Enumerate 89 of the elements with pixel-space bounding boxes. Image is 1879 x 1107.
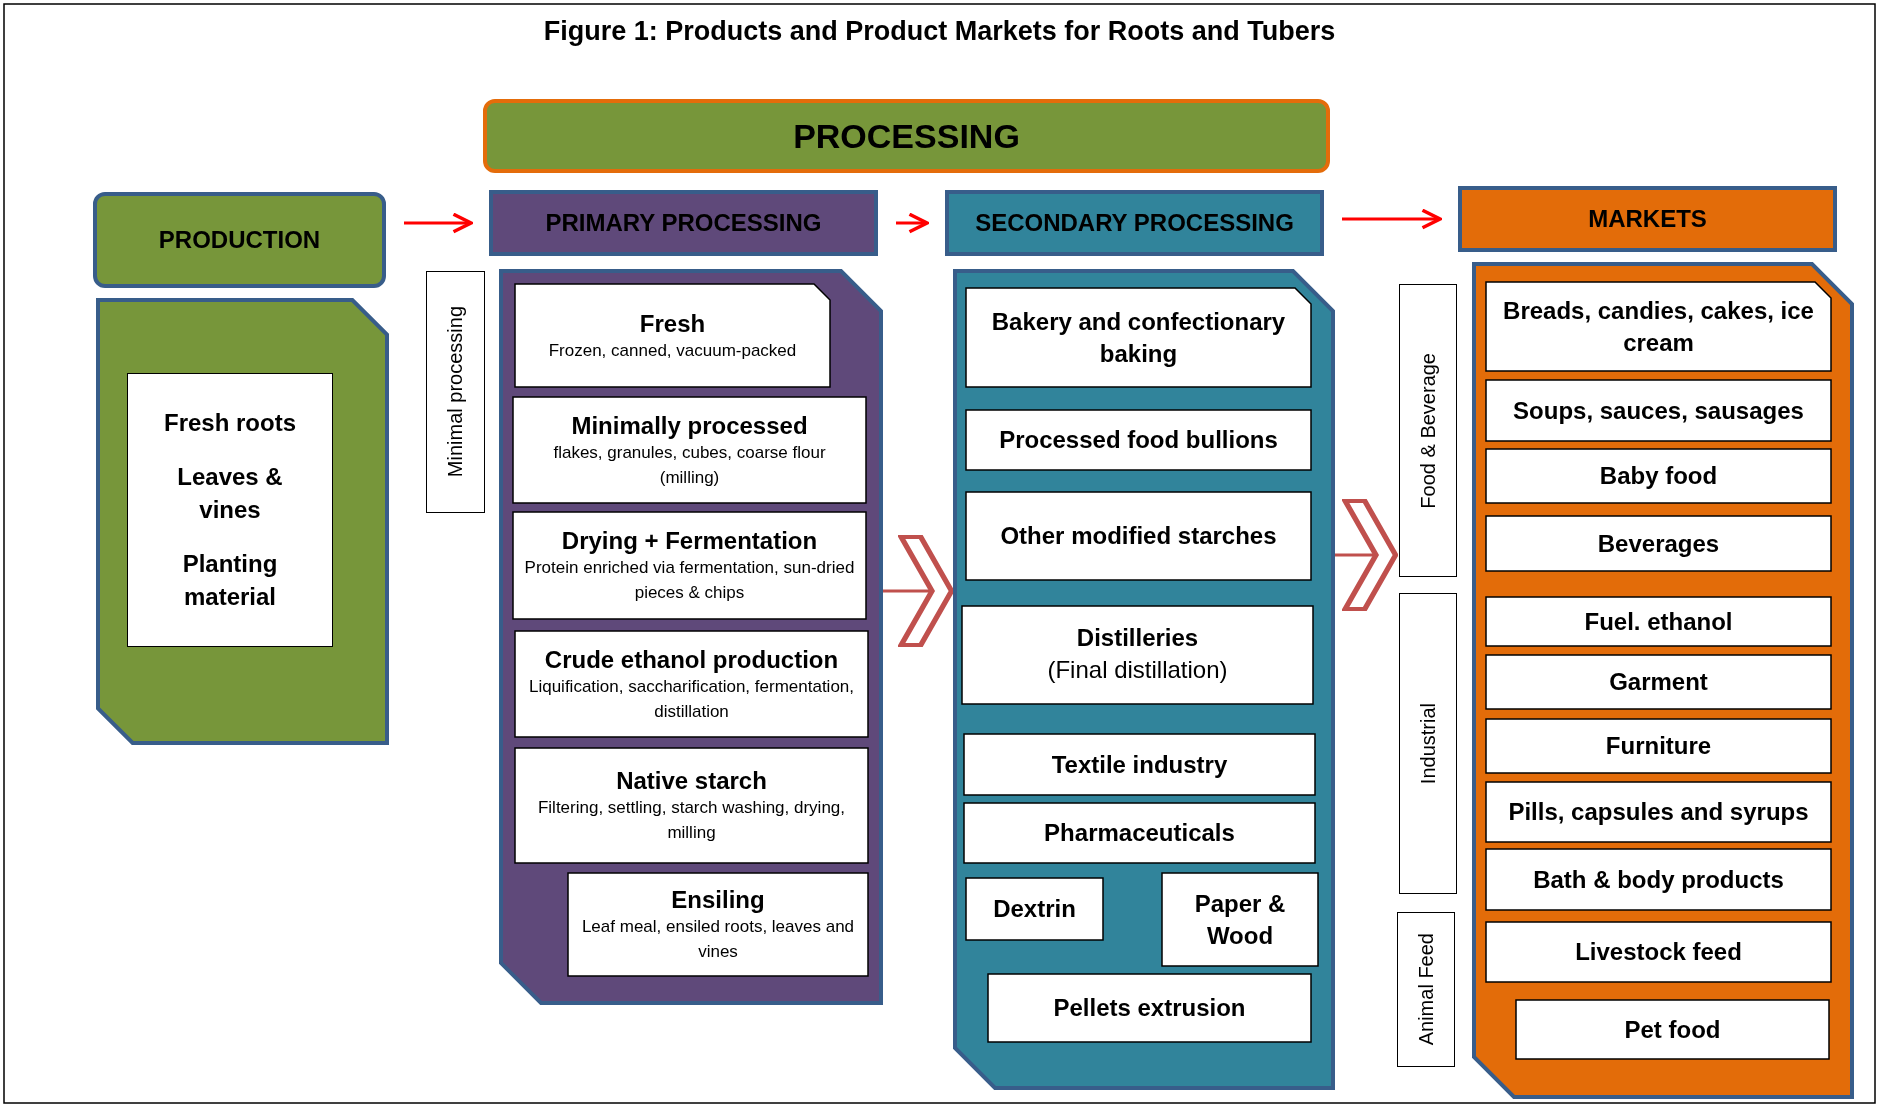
section-title: MARKETS: [1588, 205, 1707, 233]
list-item: Planting material: [181, 548, 279, 613]
category-label: Animal Feed: [1414, 933, 1438, 1046]
item-description: Filtering, settling, starch washing, drying, milling: [536, 797, 847, 845]
section-title: SECONDARY PROCESSING: [975, 209, 1294, 237]
item-title: Textile industry: [1050, 749, 1229, 780]
item-box: [1162, 873, 1318, 966]
item-box: [966, 878, 1103, 940]
section-title: PROCESSING: [793, 116, 1020, 156]
list-item: Fresh roots: [164, 408, 296, 438]
item-box: [513, 397, 866, 503]
item-box: [966, 410, 1311, 470]
section-header: [93, 192, 386, 288]
item-box: [1486, 849, 1831, 910]
item-box: [1486, 719, 1831, 773]
item-box: [515, 631, 868, 737]
item-title: Paper & Wood: [1193, 889, 1287, 951]
item-description: Liquification, saccharification, fermentation, distillation: [527, 675, 856, 723]
section-header: [483, 99, 1330, 173]
item-description: Leaf meal, ensiled roots, leaves and vines: [580, 916, 856, 964]
item-title: Processed food bullions: [998, 425, 1279, 456]
item-title: Furniture: [1604, 731, 1713, 762]
item-title: Drying + Fermentation: [560, 526, 819, 557]
category-label-box: [1399, 593, 1457, 894]
category-label: Food & Beverage: [1416, 352, 1440, 509]
section-header: [945, 190, 1324, 256]
item-title: Ensiling: [670, 885, 766, 916]
section-header: [489, 190, 878, 256]
item-title: Pet food: [1623, 1014, 1722, 1045]
item-title: Distilleries: [1075, 623, 1200, 653]
category-label-box: [1399, 284, 1457, 577]
item-box: [568, 873, 868, 976]
item-box: [962, 606, 1313, 704]
section-header: [1458, 186, 1837, 252]
item-description: Frozen, canned, vacuum-packed: [547, 339, 798, 362]
item-box: [1486, 655, 1831, 709]
item-title: Fresh: [638, 308, 707, 339]
item-box: [513, 512, 866, 619]
item-description: Protein enriched via fermentation, sun-dried pieces & chips: [523, 557, 856, 605]
category-label: Industrial: [1416, 702, 1440, 785]
item-title: Baby food: [1598, 461, 1719, 492]
item-box: [515, 748, 868, 863]
item-box: [966, 492, 1311, 580]
section-panel: [955, 271, 1333, 1088]
item-title: Pharmaceuticals: [1043, 818, 1236, 849]
item-title: Pellets extrusion: [1052, 993, 1247, 1024]
item-title: Livestock feed: [1574, 937, 1743, 968]
arrow: [1342, 208, 1442, 230]
list-box: [127, 373, 333, 647]
section-title: PRODUCTION: [158, 226, 321, 254]
item-box: [1486, 597, 1831, 646]
section-title: PRIMARY PROCESSING: [545, 209, 822, 237]
item-title: Soups, sauces, sausages: [1512, 395, 1805, 426]
item-box: [1516, 1000, 1829, 1059]
item-box: [988, 974, 1311, 1042]
item-title: Native starch: [615, 766, 768, 797]
item-title: Garment: [1608, 667, 1709, 698]
list-item: Leaves & vines: [176, 461, 284, 526]
section-panel: [98, 300, 387, 743]
item-title: Beverages: [1596, 528, 1721, 559]
item-box: [966, 288, 1311, 387]
item-title: Breads, candies, cakes, ice cream: [1502, 296, 1815, 358]
figure-title: Figure 1: Products and Product Markets for Roots and Tubers: [542, 16, 1337, 47]
item-box: [1486, 516, 1831, 571]
arrow: [404, 212, 473, 234]
item-description: (Final distillation): [1046, 655, 1229, 686]
item-box: [1486, 380, 1831, 441]
item-title: Crude ethanol production: [543, 644, 840, 675]
item-title: Other modified starches: [999, 521, 1278, 552]
item-title: Dextrin: [992, 894, 1077, 925]
item-title: Bath & body products: [1532, 864, 1785, 895]
item-description: flakes, granules, cubes, coarse flour (milling): [552, 441, 827, 489]
item-title: Minimally processed: [570, 410, 809, 441]
item-box: [964, 803, 1315, 863]
item-box: [964, 734, 1315, 795]
item-box: [515, 284, 830, 387]
item-box: [1486, 449, 1831, 503]
category-label-box: [426, 271, 485, 513]
item-title: Bakery and confectionary baking: [990, 307, 1287, 369]
arrow: [896, 212, 929, 234]
item-title: Fuel. ethanol: [1583, 606, 1734, 637]
item-title: Pills, capsules and syrups: [1507, 797, 1810, 828]
category-label: Minimal processing: [444, 306, 467, 478]
category-label-box: [1397, 912, 1455, 1067]
item-box: [1486, 922, 1831, 982]
section-panel: [501, 271, 881, 1003]
item-box: [1486, 782, 1831, 842]
section-panel: [1474, 264, 1852, 1097]
item-box: [1486, 282, 1831, 371]
